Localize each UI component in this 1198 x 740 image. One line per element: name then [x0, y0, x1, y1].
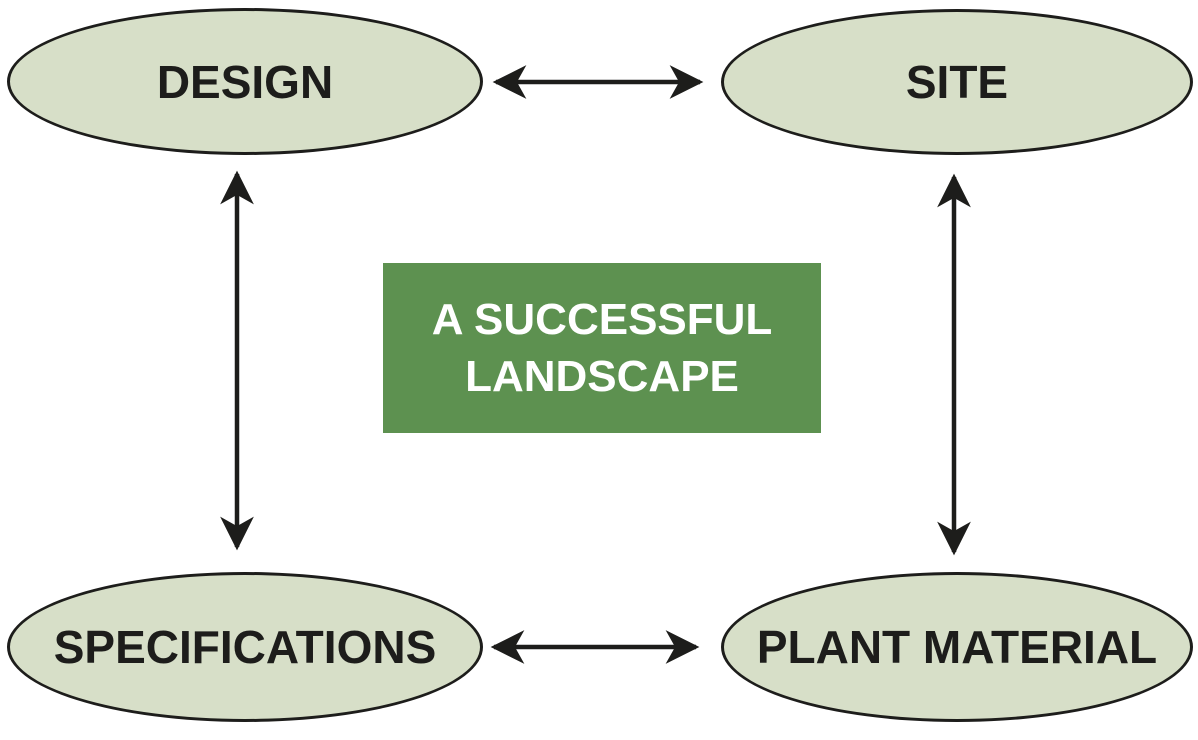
node-plant-material: PLANT MATERIAL — [721, 572, 1193, 722]
center-box-successful-landscape: A SUCCESSFUL LANDSCAPE — [383, 263, 821, 433]
node-specifications: SPECIFICATIONS — [7, 572, 483, 722]
node-site: SITE — [721, 9, 1193, 155]
node-design: DESIGN — [7, 8, 483, 155]
